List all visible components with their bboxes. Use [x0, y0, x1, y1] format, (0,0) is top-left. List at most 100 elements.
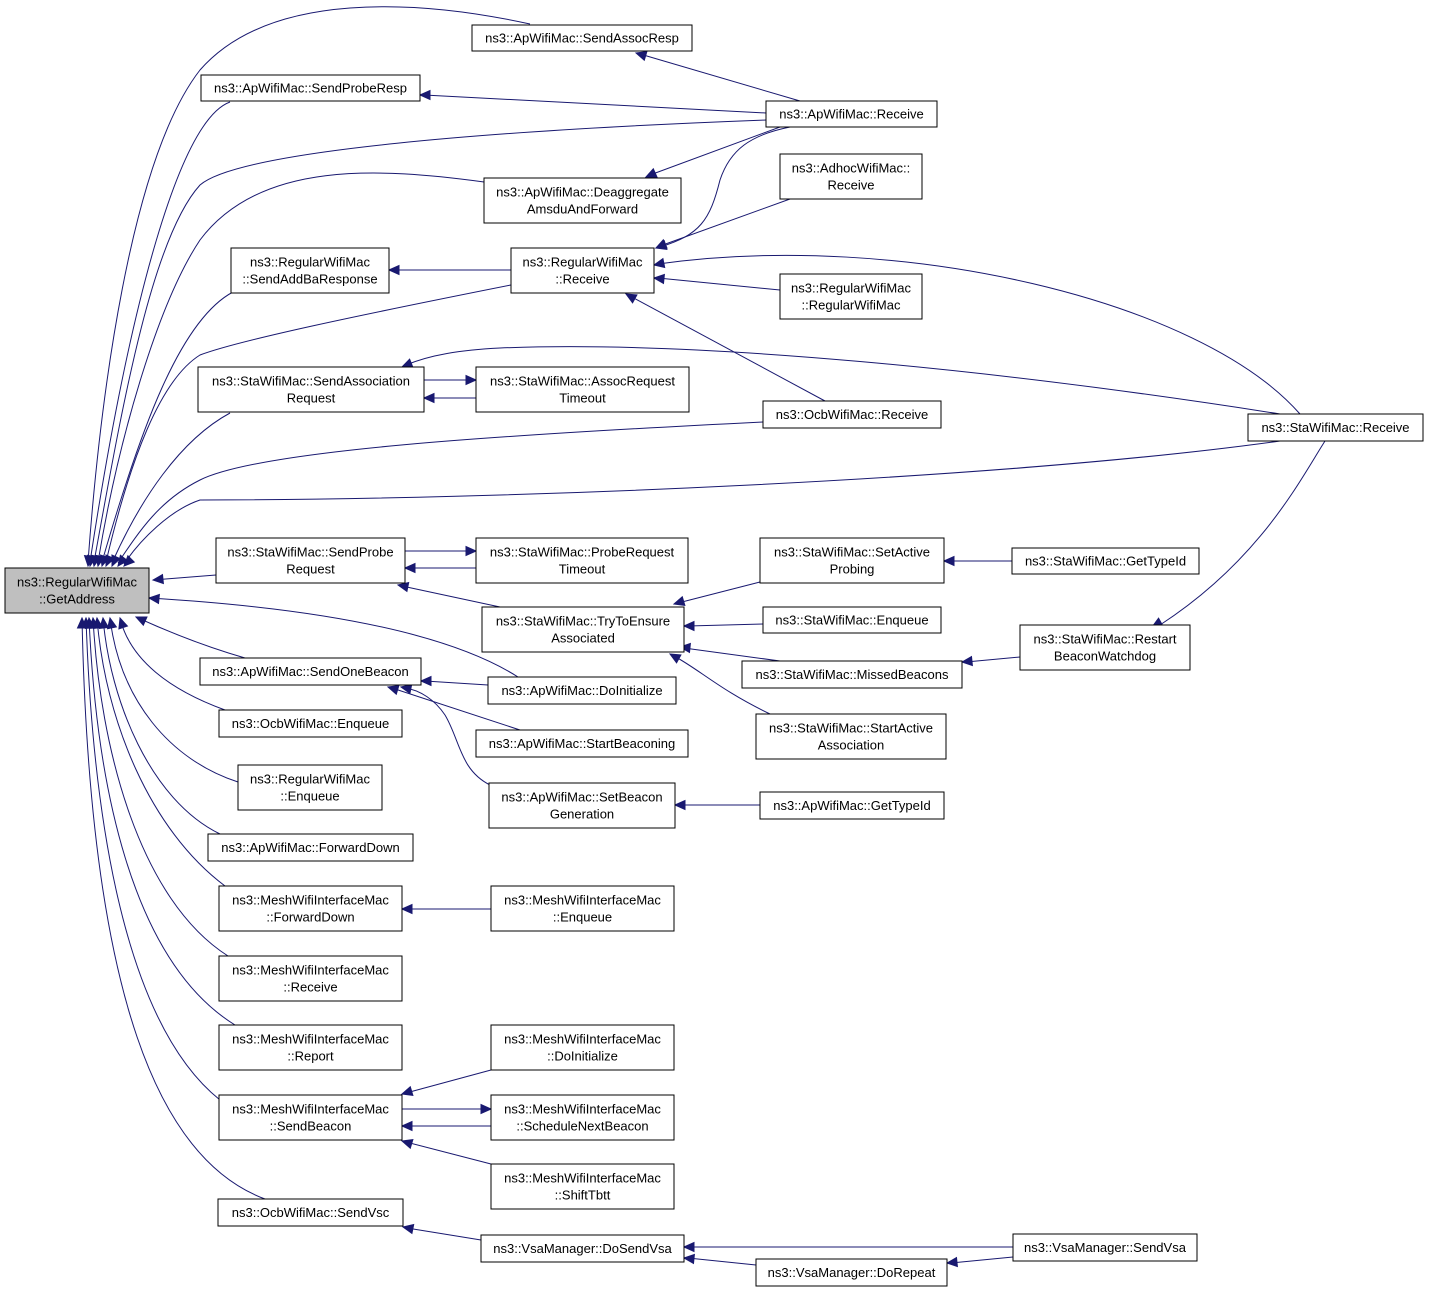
- node-ap-doinitialize[interactable]: ns3::ApWifiMac::DoInitialize: [487, 676, 677, 705]
- node-ap-gettypeid[interactable]: ns3::ApWifiMac::GetTypeId: [759, 791, 945, 820]
- node-ap-startbeaconing[interactable]: ns3::ApWifiMac::StartBeaconing: [475, 729, 689, 758]
- node-ap-sendassocresp[interactable]: ns3::ApWifiMac::SendAssocResp: [471, 24, 693, 52]
- node-box: [779, 273, 923, 320]
- node-box: [480, 1234, 685, 1263]
- node-sta-gettypeid[interactable]: ns3::StaWifiMac::GetTypeId: [1011, 547, 1200, 575]
- edge-line: [673, 655, 771, 715]
- edge-line: [659, 198, 791, 247]
- edge-line: [657, 254, 1301, 415]
- edge-line: [93, 119, 767, 563]
- node-box: [741, 660, 963, 689]
- node-reg-ctor[interactable]: ns3::RegularWifiMac::RegularWifiMac: [779, 273, 923, 320]
- node-label: ns3::VsaManager::DoRepeat: [768, 1265, 936, 1280]
- node-vsa-dosendvsa[interactable]: ns3::VsaManager::DoSendVsa: [480, 1234, 685, 1263]
- node-label: ns3::ApWifiMac::SetBeacon: [501, 790, 662, 805]
- node-box: [218, 1024, 403, 1071]
- edge-reg_receive-to-reg_sendaddba: [387, 264, 511, 276]
- arrowhead-icon: [960, 655, 973, 667]
- edge-line: [659, 126, 791, 248]
- node-label: ::SendBeacon: [270, 1119, 352, 1134]
- arrowhead-icon: [422, 392, 435, 404]
- arrowhead-icon: [134, 616, 148, 627]
- node-ocb-enqueue[interactable]: ns3::OcbWifiMac::Enqueue: [218, 709, 403, 738]
- node-label: ns3::MeshWifiInterfaceMac: [504, 893, 661, 908]
- edge-vsa_dosendvsa-to-ocb_sendvsc: [401, 1223, 482, 1241]
- node-label: ns3::ApWifiMac::ForwardDown: [221, 840, 399, 855]
- node-mesh-sendbeacon[interactable]: ns3::MeshWifiInterfaceMac::SendBeacon: [218, 1094, 403, 1141]
- node-ap-sendproberesp[interactable]: ns3::ApWifiMac::SendProbeResp: [200, 74, 421, 102]
- node-box: [779, 153, 923, 200]
- node-mesh-forwarddown[interactable]: ns3::MeshWifiInterfaceMac::ForwardDown: [218, 885, 403, 932]
- node-mesh-report[interactable]: ns3::MeshWifiInterfaceMac::Report: [218, 1024, 403, 1071]
- node-mesh-shifttbtt[interactable]: ns3::MeshWifiInterfaceMac::ShiftTbtt: [490, 1163, 675, 1210]
- node-label: ns3::MeshWifiInterfaceMac: [504, 1171, 661, 1186]
- node-label: ::Report: [287, 1049, 334, 1064]
- node-label: ns3::ApWifiMac::SendProbeResp: [214, 81, 407, 96]
- node-box: [755, 713, 947, 760]
- node-box: [1012, 1233, 1198, 1262]
- edge-ap_sendproberesp-to-root: [86, 101, 231, 568]
- node-root[interactable]: ns3::RegularWifiMac::GetAddress: [4, 567, 150, 614]
- node-vsa-sendvsa[interactable]: ns3::VsaManager::SendVsa: [1012, 1233, 1198, 1262]
- edge-sta_sendassocreq-to-sta_assocreqtimeout: [424, 374, 478, 386]
- edge-line: [152, 574, 217, 581]
- node-label: ns3::MeshWifiInterfaceMac: [232, 963, 389, 978]
- node-box: [218, 1094, 403, 1141]
- arrowhead-icon: [400, 1120, 413, 1132]
- node-label: ns3::ApWifiMac::GetTypeId: [773, 798, 931, 813]
- node-ap-forwarddown[interactable]: ns3::ApWifiMac::ForwardDown: [207, 833, 414, 862]
- edge-reg_receive-to-root: [105, 284, 512, 568]
- edge-line: [423, 94, 767, 114]
- node-label: ns3::RegularWifiMac: [523, 255, 643, 270]
- node-reg-sendaddba[interactable]: ns3::RegularWifiMac::SendAddBaResponse: [230, 247, 390, 294]
- node-ocb-receive[interactable]: ns3::OcbWifiMac::Receive: [762, 400, 942, 429]
- arrowhead-icon: [682, 1241, 695, 1253]
- node-label: ::Receive: [555, 272, 609, 287]
- node-adhoc-receive[interactable]: ns3::AdhocWifiMac::Receive: [779, 153, 923, 200]
- node-mesh-receive[interactable]: ns3::MeshWifiInterfaceMac::Receive: [218, 955, 403, 1002]
- node-label: ::GetAddress: [39, 592, 115, 607]
- node-sta-enqueue[interactable]: ns3::StaWifiMac::Enqueue: [762, 606, 942, 634]
- node-label: BeaconWatchdog: [1054, 649, 1156, 664]
- node-ap-receive[interactable]: ns3::ApWifiMac::Receive: [765, 100, 938, 128]
- edge-line: [391, 687, 521, 731]
- node-reg-receive[interactable]: ns3::RegularWifiMac::Receive: [510, 247, 655, 294]
- node-box: [200, 74, 421, 102]
- node-ap-deaggregate[interactable]: ns3::ApWifiMac::DeaggregateAmsduAndForwa…: [483, 177, 682, 224]
- node-mesh-doinitialize[interactable]: ns3::MeshWifiInterfaceMac::DoInitialize: [490, 1024, 675, 1071]
- node-sta-missedbeacons[interactable]: ns3::StaWifiMac::MissedBeacons: [741, 660, 963, 689]
- node-label: ::SendAddBaResponse: [242, 272, 377, 287]
- arrowhead-icon: [624, 293, 638, 304]
- edge-sta_missedbeacons-to-sta_trytoensure: [678, 642, 781, 662]
- node-label: ns3::RegularWifiMac: [17, 575, 137, 590]
- node-reg-enqueue[interactable]: ns3::RegularWifiMac::Enqueue: [237, 764, 383, 811]
- node-sta-receive[interactable]: ns3::StaWifiMac::Receive: [1247, 413, 1424, 442]
- node-label: ns3::StaWifiMac::Restart: [1033, 632, 1176, 647]
- edge-line: [96, 617, 226, 887]
- node-label: Association: [818, 738, 884, 753]
- arrowhead-icon: [386, 684, 400, 696]
- node-ocb-sendvsc[interactable]: ns3::OcbWifiMac::SendVsc: [217, 1198, 404, 1227]
- edge-sta_setactiveprobing-to-sta_trytoensure: [672, 581, 761, 607]
- node-vsa-dorepeat[interactable]: ns3::VsaManager::DoRepeat: [755, 1258, 948, 1287]
- node-label: ns3::OcbWifiMac::Receive: [776, 407, 928, 422]
- node-mesh-schedulenext[interactable]: ns3::MeshWifiInterfaceMac::ScheduleNextB…: [490, 1094, 675, 1141]
- edge-line: [85, 617, 221, 1101]
- node-ap-sendonebeacon[interactable]: ns3::ApWifiMac::SendOneBeacon: [199, 657, 422, 686]
- node-label: ns3::MeshWifiInterfaceMac: [232, 1102, 389, 1117]
- node-box: [217, 1198, 404, 1227]
- node-mesh-enqueue[interactable]: ns3::MeshWifiInterfaceMac::Enqueue: [490, 885, 675, 932]
- node-label: ns3::ApWifiMac::DoInitialize: [501, 683, 662, 698]
- node-box: [755, 1258, 948, 1287]
- edge-line: [119, 617, 226, 711]
- edge-line: [683, 647, 781, 662]
